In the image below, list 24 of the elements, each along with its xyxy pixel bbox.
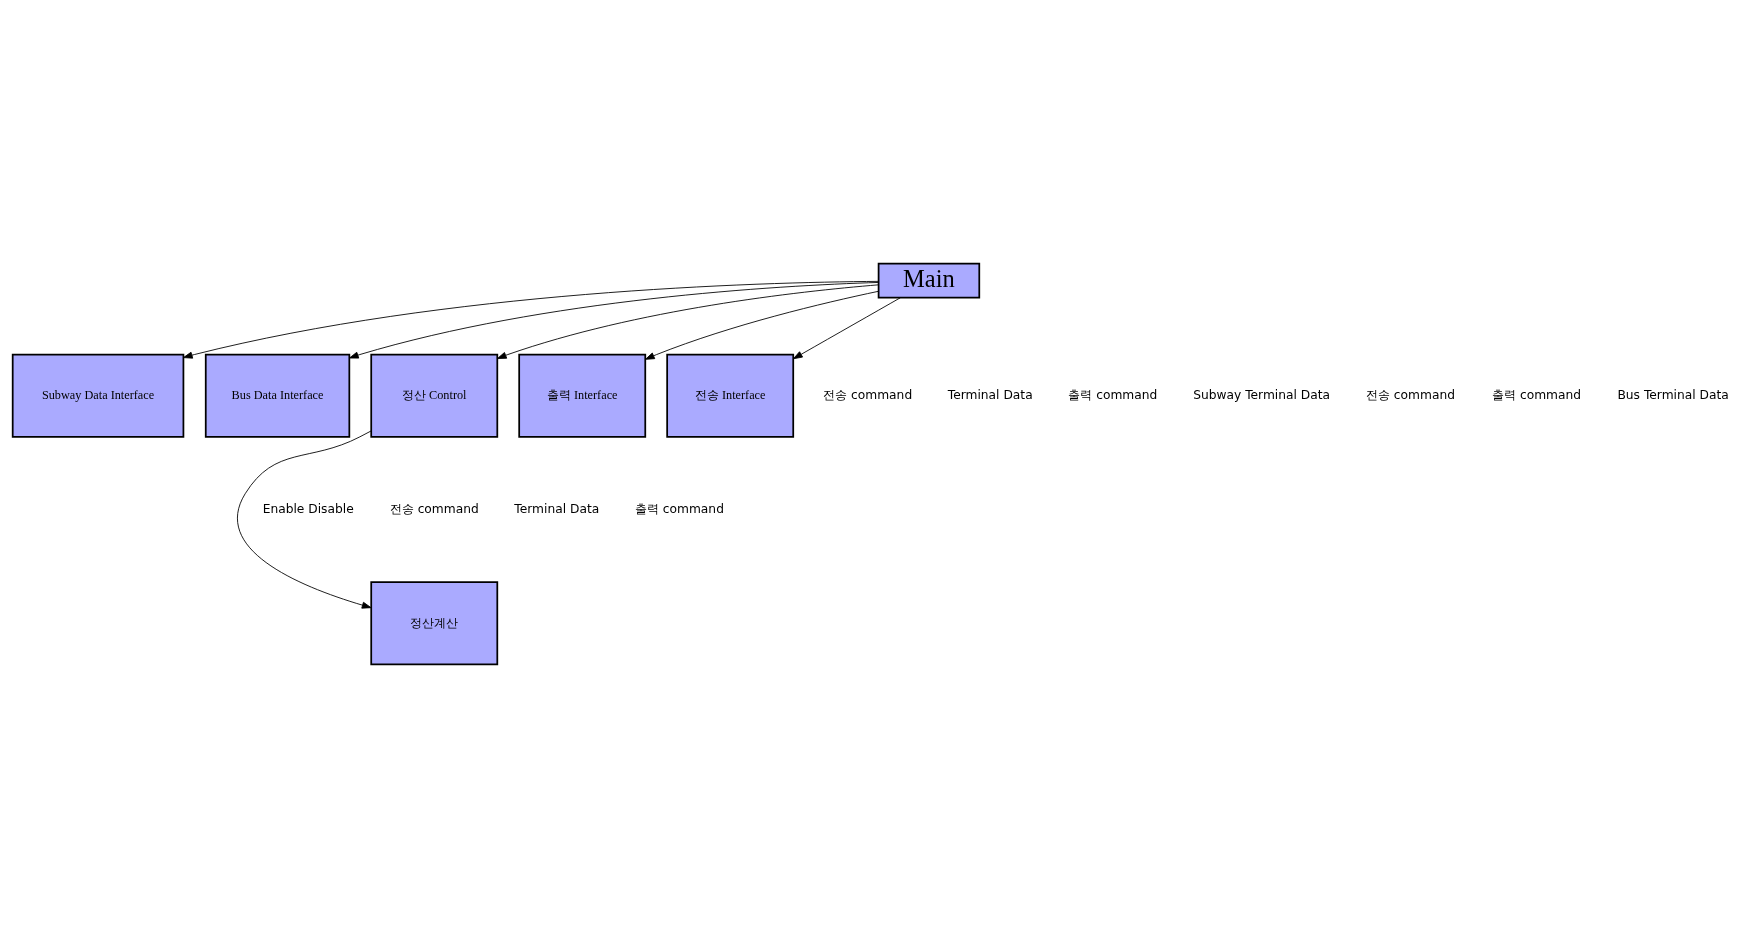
arrow [497, 283, 879, 359]
label: Bus Terminal Data [1617, 387, 1729, 402]
label: 출력 command [634, 501, 724, 516]
label: 전송 command [823, 387, 913, 402]
label: Enable Disable [262, 501, 354, 516]
node-box: Subway Data Interface [11, 353, 185, 438]
label: 출력 command [1068, 387, 1158, 402]
node-box: 출력 Interface [518, 353, 647, 438]
arrow [237, 430, 372, 609]
node-box: Main [877, 262, 981, 299]
arrow [793, 296, 901, 359]
arrow [645, 290, 879, 360]
arrow [349, 281, 879, 359]
node-box: 정산계산 [370, 580, 499, 665]
node-box: 전송 Interface [666, 353, 795, 438]
label: 출력 command [1492, 387, 1582, 402]
label: 전송 command [1365, 387, 1456, 402]
label: Terminal Data [514, 501, 600, 516]
label: 전송 command [389, 501, 479, 516]
node-box: 정산 Control [370, 353, 499, 438]
node-box: Bus Data Interface [204, 353, 351, 438]
label: Terminal Data [947, 387, 1033, 402]
arrow [183, 280, 879, 359]
label: Subway Terminal Data [1193, 387, 1331, 402]
